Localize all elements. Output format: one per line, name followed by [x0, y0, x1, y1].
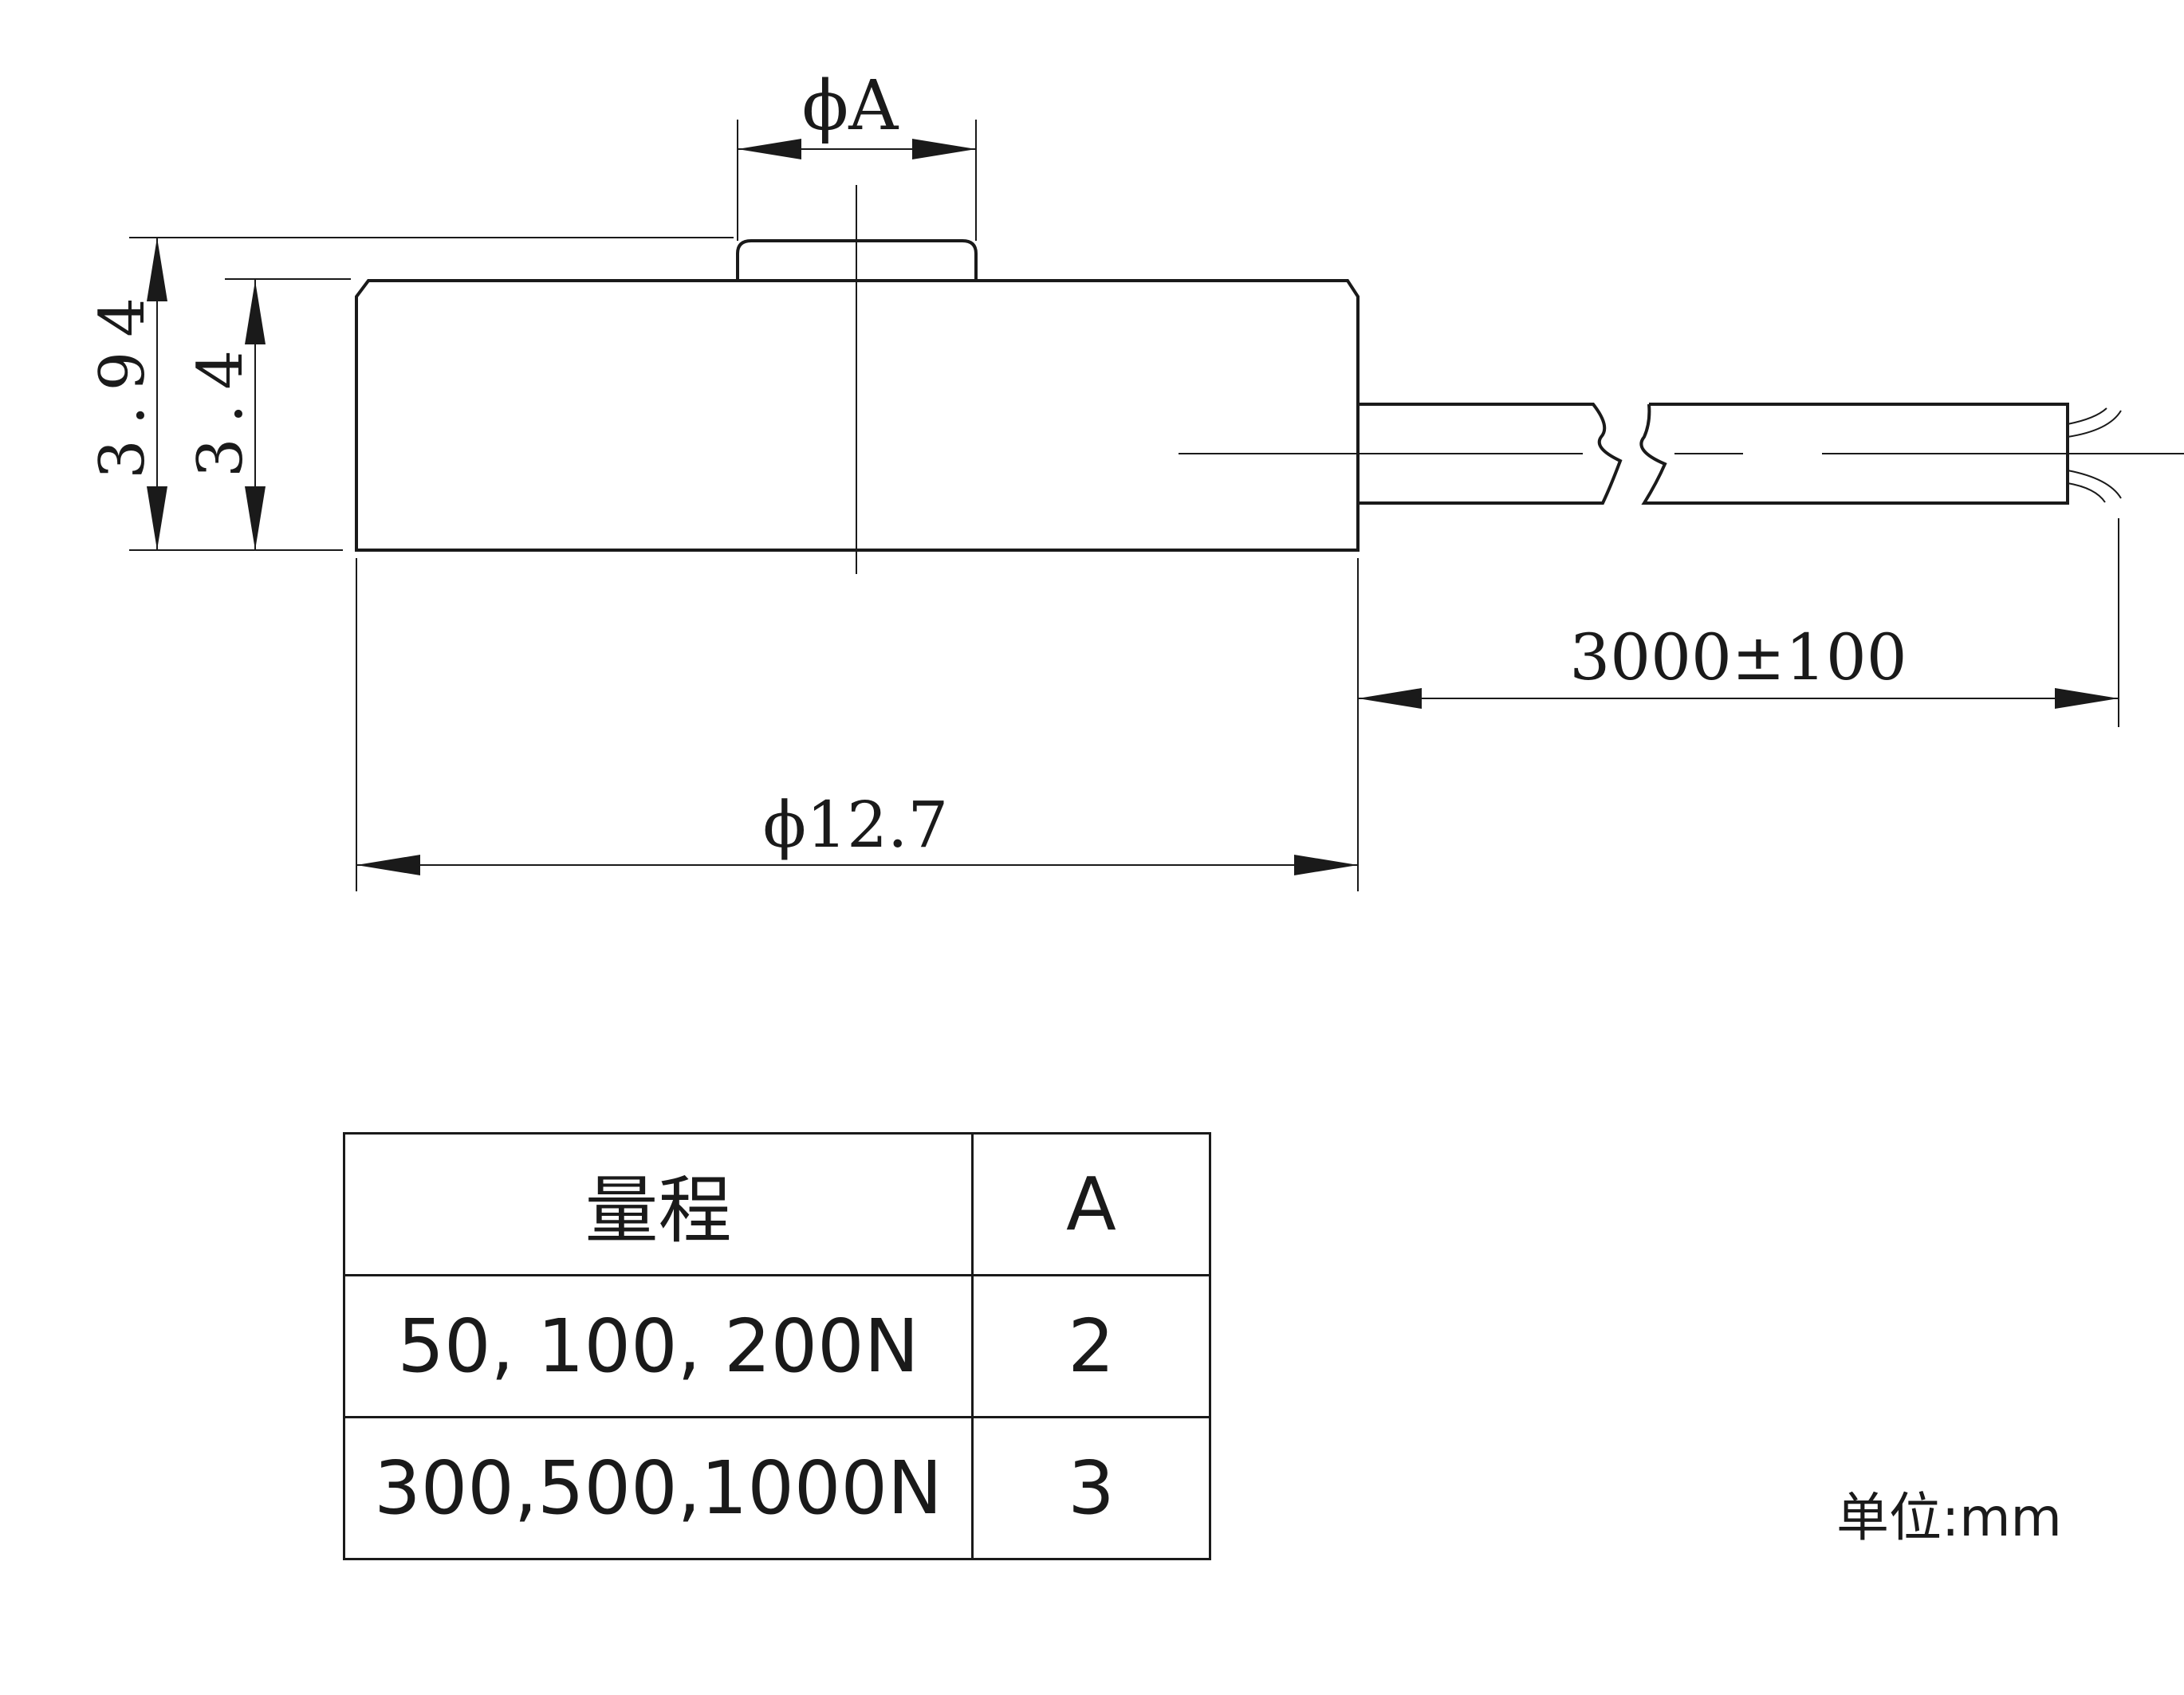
table-row: 300,500,1000N 3 — [343, 1416, 1211, 1560]
row-a: 3 — [971, 1416, 1211, 1560]
table-header-row: 量程 A — [343, 1132, 1211, 1276]
spec-table: 量程 A 50, 100, 200N 2 300,500,1000N 3 — [343, 1132, 1211, 1560]
arrow-head — [356, 855, 420, 875]
arrow-head — [245, 486, 266, 550]
arrow-head — [738, 139, 801, 159]
dim-cable-label: 3000±100 — [1569, 620, 1907, 694]
dim-3-4-label: 3.4 — [185, 336, 257, 478]
sensor-drawing: ϕA 3.94 3.4 ϕ12.7 3000±100 — [87, 66, 2184, 891]
phi-a-label: ϕA — [802, 66, 899, 146]
table-row: 50, 100, 200N 2 — [343, 1274, 1211, 1418]
header-range: 量程 — [343, 1132, 974, 1276]
row-range: 300,500,1000N — [343, 1416, 974, 1560]
arrow-head — [1294, 855, 1358, 875]
arrow-head — [2055, 688, 2119, 709]
dim-3-94-label: 3.94 — [87, 283, 159, 479]
row-a: 2 — [971, 1274, 1211, 1418]
unit-label: 单位:mm — [1836, 1487, 2062, 1548]
arrow-head — [147, 238, 167, 301]
dim-diameter-label: ϕ12.7 — [763, 788, 949, 862]
sensor-body-outline — [355, 279, 1360, 552]
cable-segment-right — [1639, 403, 2069, 505]
row-range: 50, 100, 200N — [343, 1274, 974, 1418]
header-a: A — [971, 1132, 1211, 1276]
wire-ends — [2067, 407, 2122, 503]
cable-segment-left — [1358, 403, 1623, 505]
arrow-head — [147, 486, 167, 550]
arrow-head — [245, 281, 266, 344]
arrow-head — [912, 139, 976, 159]
arrow-head — [1358, 688, 1422, 709]
